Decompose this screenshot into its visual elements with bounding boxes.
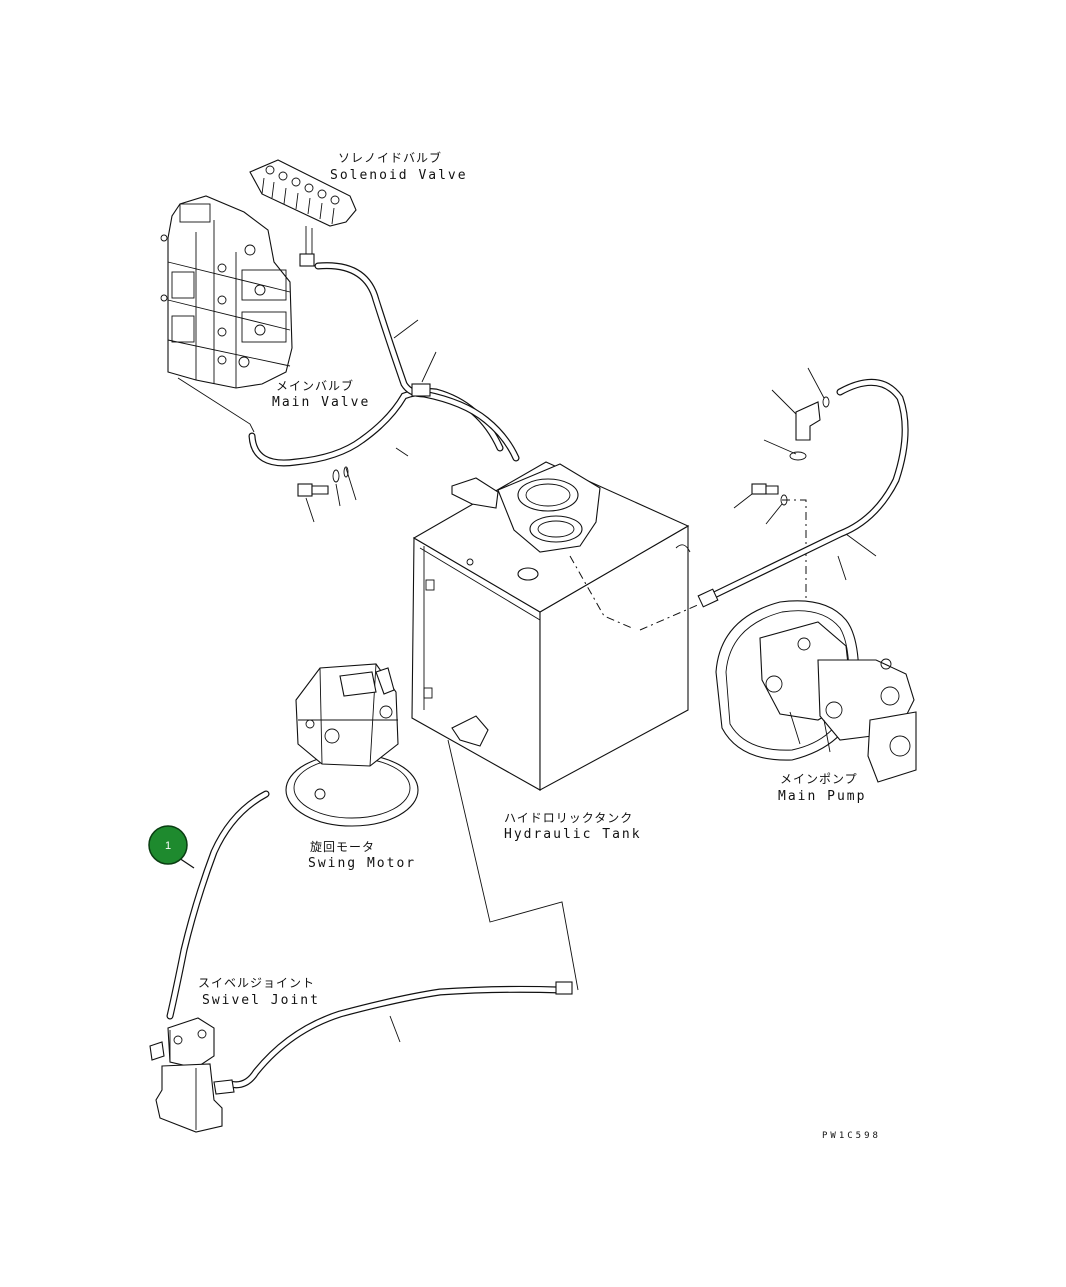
solenoid-valve [249, 159, 357, 267]
swivel-joint-label: Swivel Joint [202, 993, 320, 1008]
swivel-joint [149, 1017, 235, 1133]
solenoid-valve-label: Solenoid Valve [330, 168, 468, 183]
main-valve [160, 195, 293, 433]
main-valve-label-jp: メインバルブ [276, 378, 354, 393]
drawing-code: PW1C598 [822, 1131, 881, 1141]
swing-motor-label: Swing Motor [308, 856, 416, 871]
callout-number: 1 [165, 840, 171, 852]
main-pump-label: Main Pump [778, 789, 866, 804]
hydraulic-tank-label: Hydraulic Tank [504, 827, 642, 842]
main-pump-label-jp: メインポンプ [780, 772, 858, 786]
main-pump [715, 600, 917, 783]
solenoid-valve-label-jp: ソレノイドバルブ [338, 150, 442, 165]
swing-motor-label-jp: 旋回モータ [310, 840, 375, 854]
main-valve-label: Main Valve [272, 395, 370, 410]
part-number-callout-1[interactable]: 1 [148, 825, 188, 865]
hydraulic-tank-label-jp: ハイドロリックタンク [504, 811, 633, 825]
hydraulic-tank [411, 461, 691, 791]
swivel-joint-label-jp: スイベルジョイント [198, 976, 315, 990]
swing-motor [285, 663, 419, 827]
bolt-and-washer [297, 466, 349, 523]
